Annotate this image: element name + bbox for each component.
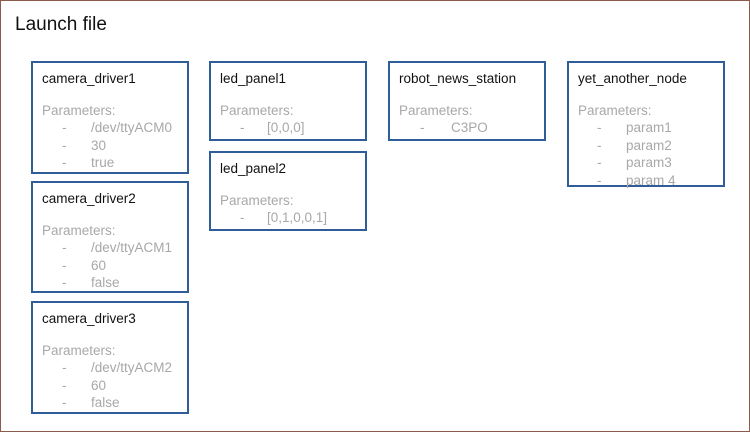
node-camera-driver2: camera_driver2 Parameters: -/dev/ttyACM1… bbox=[31, 181, 189, 293]
parameters-label: Parameters: bbox=[42, 223, 116, 238]
node-name: led_panel2 bbox=[220, 161, 287, 176]
node-name: led_panel1 bbox=[220, 71, 287, 86]
parameters-label: Parameters: bbox=[578, 103, 652, 118]
node-camera-driver1: camera_driver1 Parameters: -/dev/ttyACM0… bbox=[31, 61, 189, 174]
parameters-label: Parameters: bbox=[42, 343, 116, 358]
parameters-label: Parameters: bbox=[42, 103, 116, 118]
node-yet-another-node: yet_another_node Parameters: -param1 -pa… bbox=[567, 61, 725, 188]
node-name: yet_another_node bbox=[578, 71, 687, 86]
parameters-label: Parameters: bbox=[220, 103, 294, 118]
node-led-panel1: led_panel1 Parameters: -[0,0,0] bbox=[209, 61, 367, 141]
parameters-label: Parameters: bbox=[399, 103, 473, 118]
node-led-panel2: led_panel2 Parameters: -[0,1,0,0,1] bbox=[209, 151, 367, 231]
node-camera-driver3: camera_driver3 Parameters: -/dev/ttyACM2… bbox=[31, 301, 189, 414]
parameters-label: Parameters: bbox=[220, 193, 294, 208]
launch-file-title: Launch file bbox=[15, 14, 107, 35]
node-name: camera_driver2 bbox=[42, 191, 136, 206]
node-robot-news-station: robot_news_station Parameters: -C3PO bbox=[388, 61, 546, 141]
node-name: robot_news_station bbox=[399, 71, 517, 86]
node-name: camera_driver3 bbox=[42, 311, 136, 326]
node-name: camera_driver1 bbox=[42, 71, 136, 86]
